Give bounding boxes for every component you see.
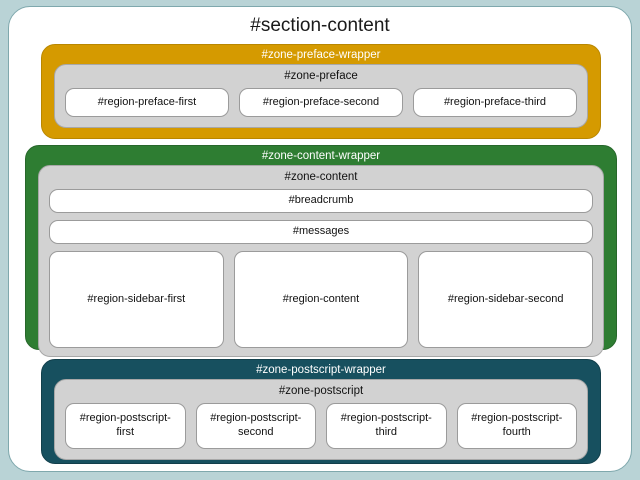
region-sidebar-second: #region-sidebar-second [418, 251, 594, 348]
region-preface-third: #region-preface-third [413, 88, 577, 117]
region-postscript-first: #region-postscript-first [65, 403, 186, 449]
zone-postscript-wrapper-title: #zone-postscript-wrapper [256, 364, 386, 376]
zone-postscript-wrapper: #zone-postscript-wrapper #zone-postscrip… [41, 359, 601, 464]
zone-postscript-regions: #region-postscript-first #region-postscr… [65, 403, 577, 449]
region-postscript-fourth: #region-postscript-fourth [456, 403, 577, 449]
region-sidebar-first: #region-sidebar-first [49, 251, 224, 348]
zone-preface-wrapper-title: #zone-preface-wrapper [261, 49, 381, 61]
zone-content: #zone-content #breadcrumb #messages #reg… [38, 165, 604, 357]
zone-content-title: #zone-content [284, 171, 358, 183]
region-preface-first: #region-preface-first [65, 88, 229, 117]
zone-content-regions: #region-sidebar-first #region-content #r… [49, 251, 594, 348]
zone-postscript-title: #zone-postscript [278, 385, 364, 397]
zone-postscript: #zone-postscript #region-postscript-firs… [54, 379, 588, 460]
region-content: #region-content [233, 251, 409, 348]
zone-content-wrapper: #zone-content-wrapper #zone-content #bre… [25, 145, 617, 357]
region-messages: #messages [49, 220, 593, 244]
region-preface-second: #region-preface-second [239, 88, 403, 117]
section-content: #section-content #zone-preface-wrapper #… [8, 6, 632, 472]
zone-content-wrapper-title: #zone-content-wrapper [261, 150, 381, 162]
region-breadcrumb: #breadcrumb [49, 189, 593, 213]
region-postscript-third: #region-postscript-third [326, 403, 447, 449]
region-postscript-second: #region-postscript-second [195, 403, 316, 449]
zone-preface-title: #zone-preface [284, 70, 358, 82]
page-title: #section-content [250, 15, 390, 36]
zone-preface-regions: #region-preface-first #region-preface-se… [65, 88, 577, 117]
zone-preface: #zone-preface #region-preface-first #reg… [54, 64, 588, 128]
zone-preface-wrapper: #zone-preface-wrapper #zone-preface #reg… [41, 44, 601, 139]
